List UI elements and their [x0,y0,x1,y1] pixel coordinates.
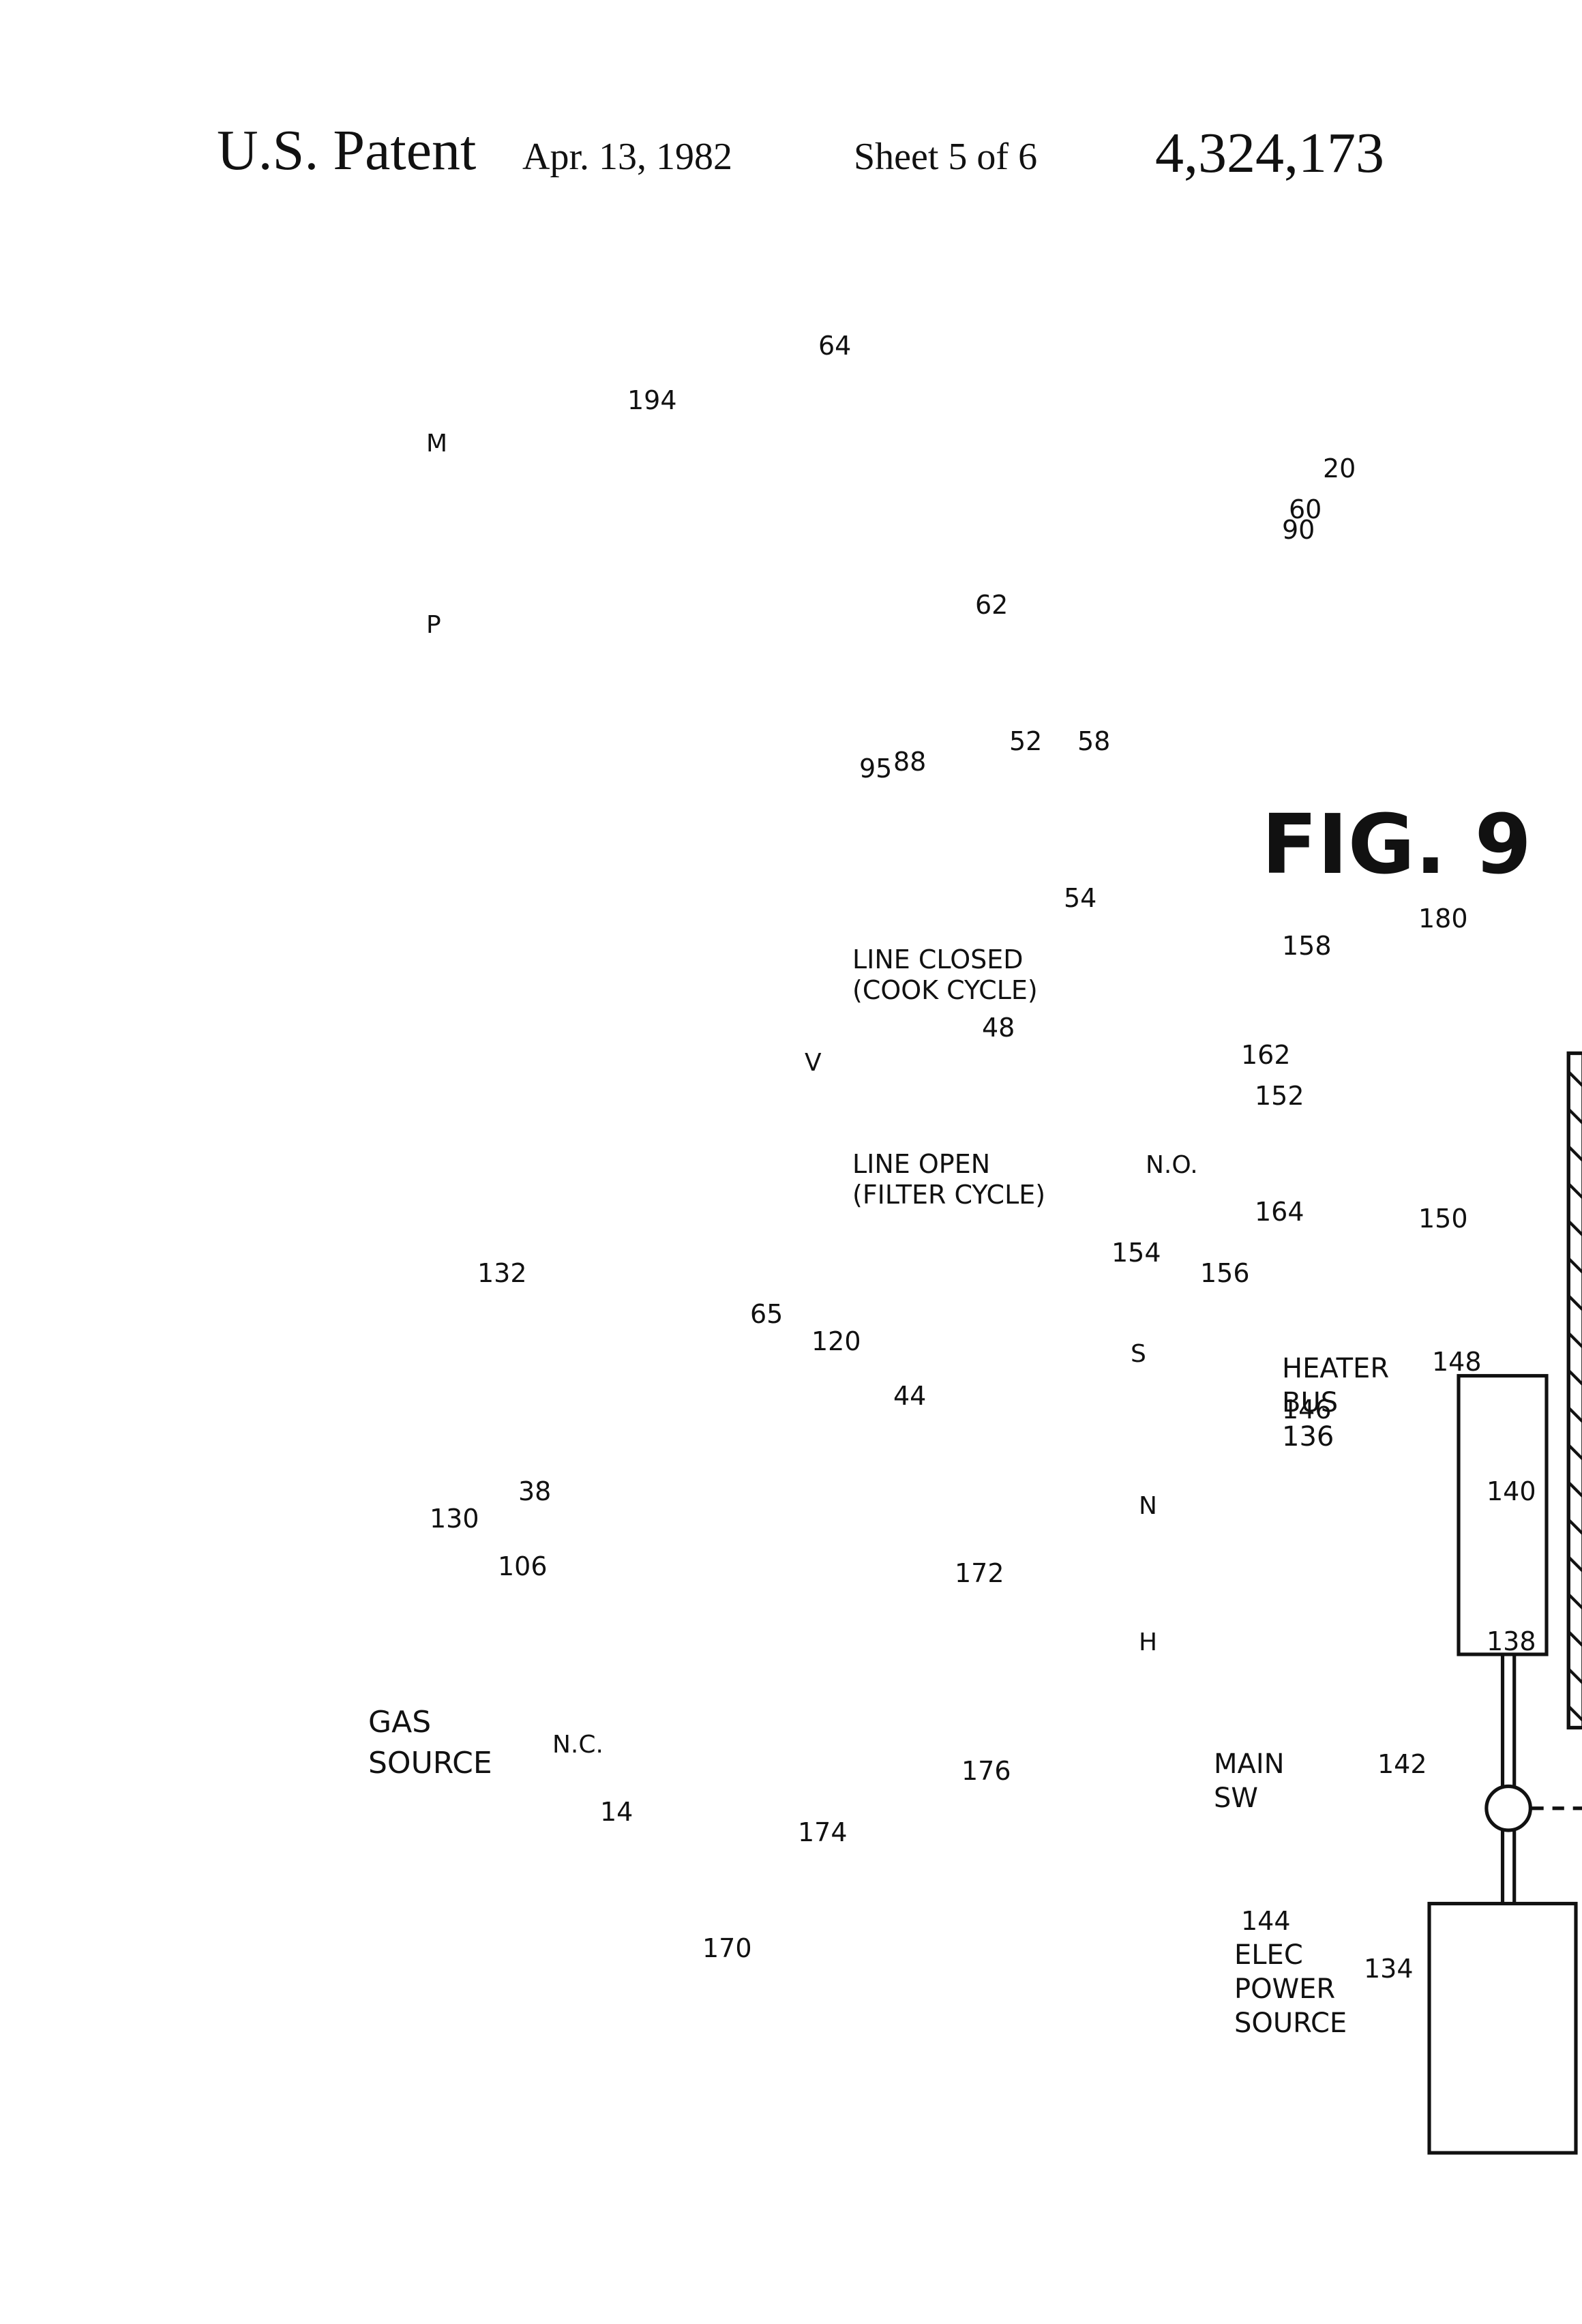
ref-numeral-52: 52 [1009,726,1042,756]
ref-numeral-148: 148 [1432,1347,1482,1377]
ref-numeral-154: 154 [1111,1238,1161,1268]
ref-numeral-138: 138 [1487,1626,1536,1656]
ref-numeral-156: 156 [1200,1258,1250,1288]
ref-numeral-132: 132 [477,1258,527,1288]
ref-numeral-144: 144 [1241,1906,1291,1936]
ref-numeral-158: 158 [1282,931,1332,961]
patent-date: Apr. 13, 1982 [522,136,732,178]
n-c-label: N.C. [552,1731,603,1759]
ref-numeral-64: 64 [818,331,851,361]
ref-numeral-14: 14 [600,1797,633,1827]
patent-label: U.S. Patent [217,119,477,182]
patent-number: 4,324,173 [1155,121,1384,185]
ref-numeral-48: 48 [982,1013,1015,1043]
figure-caption: FIG. 9 [1262,798,1532,893]
ref-numeral-88: 88 [893,747,926,777]
elec-label-1: ELEC [1234,1939,1303,1971]
ref-numeral-150: 150 [1418,1204,1468,1234]
motor-symbol: M [426,430,447,458]
ref-numeral-95: 95 [859,754,892,784]
ref-numeral-38: 38 [518,1476,551,1506]
ref-numeral-58: 58 [1077,726,1110,756]
ref-numeral-142: 142 [1377,1749,1427,1779]
ref-numeral-194: 194 [627,385,677,415]
heater-bus-label-2: BUS [1282,1387,1338,1418]
gas-source-label-2: SOURCE [368,1746,492,1781]
elec-label-2: POWER [1234,1973,1335,2005]
ref-numeral-20: 20 [1323,453,1356,483]
ref-numeral-120: 120 [811,1326,861,1356]
main-sw-label-1: MAIN [1214,1748,1285,1780]
ref-numeral-172: 172 [955,1558,1004,1588]
ref-numeral-60: 60 [1289,494,1322,524]
heater-bus-ref: 136 [1282,1421,1334,1452]
solenoid-symbol: S [1131,1340,1146,1368]
main-sw-label-2: SW [1214,1783,1258,1814]
line-open-label: LINE OPEN [852,1149,990,1179]
ref-numeral-54: 54 [1064,883,1096,913]
ref-numeral-140: 140 [1487,1476,1536,1506]
ref-numeral-180: 180 [1418,904,1468,934]
filter-cycle-label: (FILTER CYCLE) [852,1180,1045,1210]
ref-numeral-170: 170 [702,1933,752,1963]
burner-box [1457,1373,1549,1656]
valve-symbol: V [805,1049,822,1077]
gas-source-label-1: GAS [368,1705,431,1740]
ref-numeral-130: 130 [430,1504,479,1534]
n-o-label: N.O. [1146,1151,1198,1179]
ref-numeral-134: 134 [1364,1954,1414,1984]
ref-numeral-146: 146 [1282,1395,1332,1425]
ref-numeral-162: 162 [1241,1040,1291,1070]
gas-source-box [1427,1901,1578,2155]
cook-cycle-label: (COOK CYCLE) [852,975,1038,1005]
line-closed-label: LINE CLOSED [852,944,1024,974]
ref-numeral-164: 164 [1255,1197,1304,1227]
ref-numeral-62: 62 [975,590,1008,620]
heater-bus-label-1: HEATER [1282,1353,1389,1384]
ref-numeral-106: 106 [498,1551,548,1581]
sheet-number: Sheet 5 of 6 [854,136,1038,178]
pump-symbol: P [426,611,441,639]
ref-numeral-44: 44 [893,1381,926,1411]
gas-valve-circle [1484,1784,1532,1832]
patent-header: U.S. Patent Apr. 13, 1982 Sheet 5 of 6 4… [0,0,1582,232]
ref-numeral-152: 152 [1255,1081,1304,1111]
drawing-group [1427,1051,1582,2155]
ref-numeral-176: 176 [961,1756,1011,1786]
terminal-h: H [1139,1628,1157,1656]
ref-numeral-90: 90 [1282,515,1315,545]
ref-numeral-65: 65 [750,1299,783,1329]
ref-numeral-174: 174 [798,1817,848,1847]
elec-label-3: SOURCE [1234,2008,1347,2039]
terminal-n: N [1139,1492,1157,1520]
